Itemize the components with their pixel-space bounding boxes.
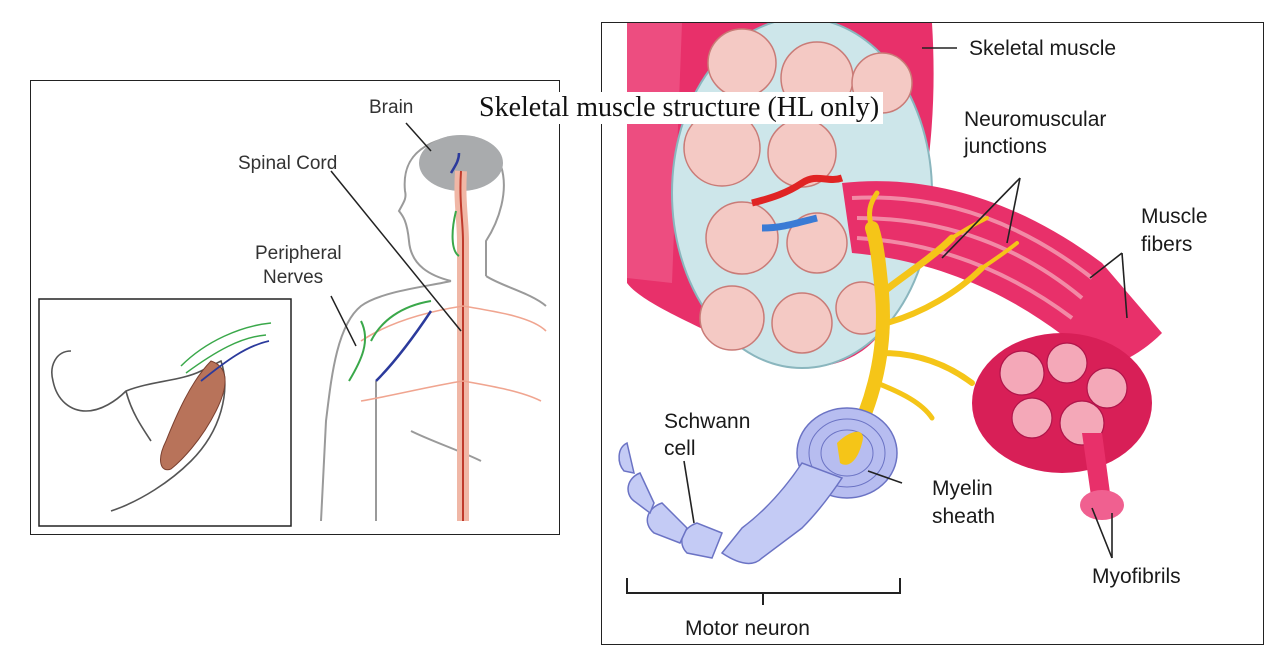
myelin-leader	[867, 470, 903, 484]
spinal-cord-shape	[454, 170, 469, 521]
human-outline	[320, 136, 547, 522]
nmj-leader-2	[1006, 177, 1021, 244]
motor-neuron-axon	[618, 441, 844, 565]
nervous-system-panel: Brain Spinal Cord Peripheral Nerves	[30, 80, 560, 535]
label-myelin-line2: sheath	[932, 505, 995, 528]
label-schwann-line1: Schwann	[664, 410, 750, 433]
arm-outline	[51, 350, 226, 512]
label-skeletal-muscle: Skeletal muscle	[969, 37, 1116, 60]
label-myofibrils: Myofibrils	[1092, 565, 1181, 588]
label-schwann-line2: cell	[664, 437, 696, 460]
schwann-leader	[683, 460, 695, 524]
label-motor-neuron: Motor neuron	[685, 617, 810, 640]
spinal-cord-leader	[330, 170, 462, 332]
label-myelin-line1: Myelin	[932, 477, 993, 500]
label-neuromuscular-line1: Neuromuscular	[964, 108, 1106, 131]
label-peripheral-line1: Peripheral	[255, 243, 342, 264]
nmj-leader-1	[941, 177, 1021, 259]
label-spinal-cord: Spinal Cord	[238, 153, 337, 174]
motor-neuron-bracket	[626, 578, 901, 605]
fibers-leader-1	[1089, 252, 1123, 279]
label-muscle-fibers-line2: fibers	[1141, 233, 1192, 256]
blood-vessels	[751, 174, 844, 232]
label-peripheral-line2: Nerves	[263, 267, 323, 288]
motor-nerve	[845, 190, 1019, 450]
fibers-leader-2	[1121, 252, 1128, 319]
label-brain: Brain	[369, 97, 413, 118]
brain-leader	[405, 122, 432, 152]
myofibrils-leader-1	[1091, 507, 1113, 559]
biceps-shape	[160, 360, 226, 471]
muscle-fibers	[842, 181, 1162, 368]
peripheral-nerves-shape	[348, 152, 547, 402]
brain-shape	[419, 135, 503, 191]
peripheral-leader	[330, 295, 357, 347]
myofibrils-bundle	[972, 333, 1152, 520]
label-neuromuscular-line2: junctions	[963, 135, 1047, 158]
arm-inset	[38, 298, 292, 527]
nervous-system-diagram: Brain Spinal Cord Peripheral Nerves	[38, 97, 547, 527]
label-muscle-fibers-line1: Muscle	[1141, 205, 1208, 228]
figure-title: Skeletal muscle structure (HL only)	[475, 92, 884, 124]
